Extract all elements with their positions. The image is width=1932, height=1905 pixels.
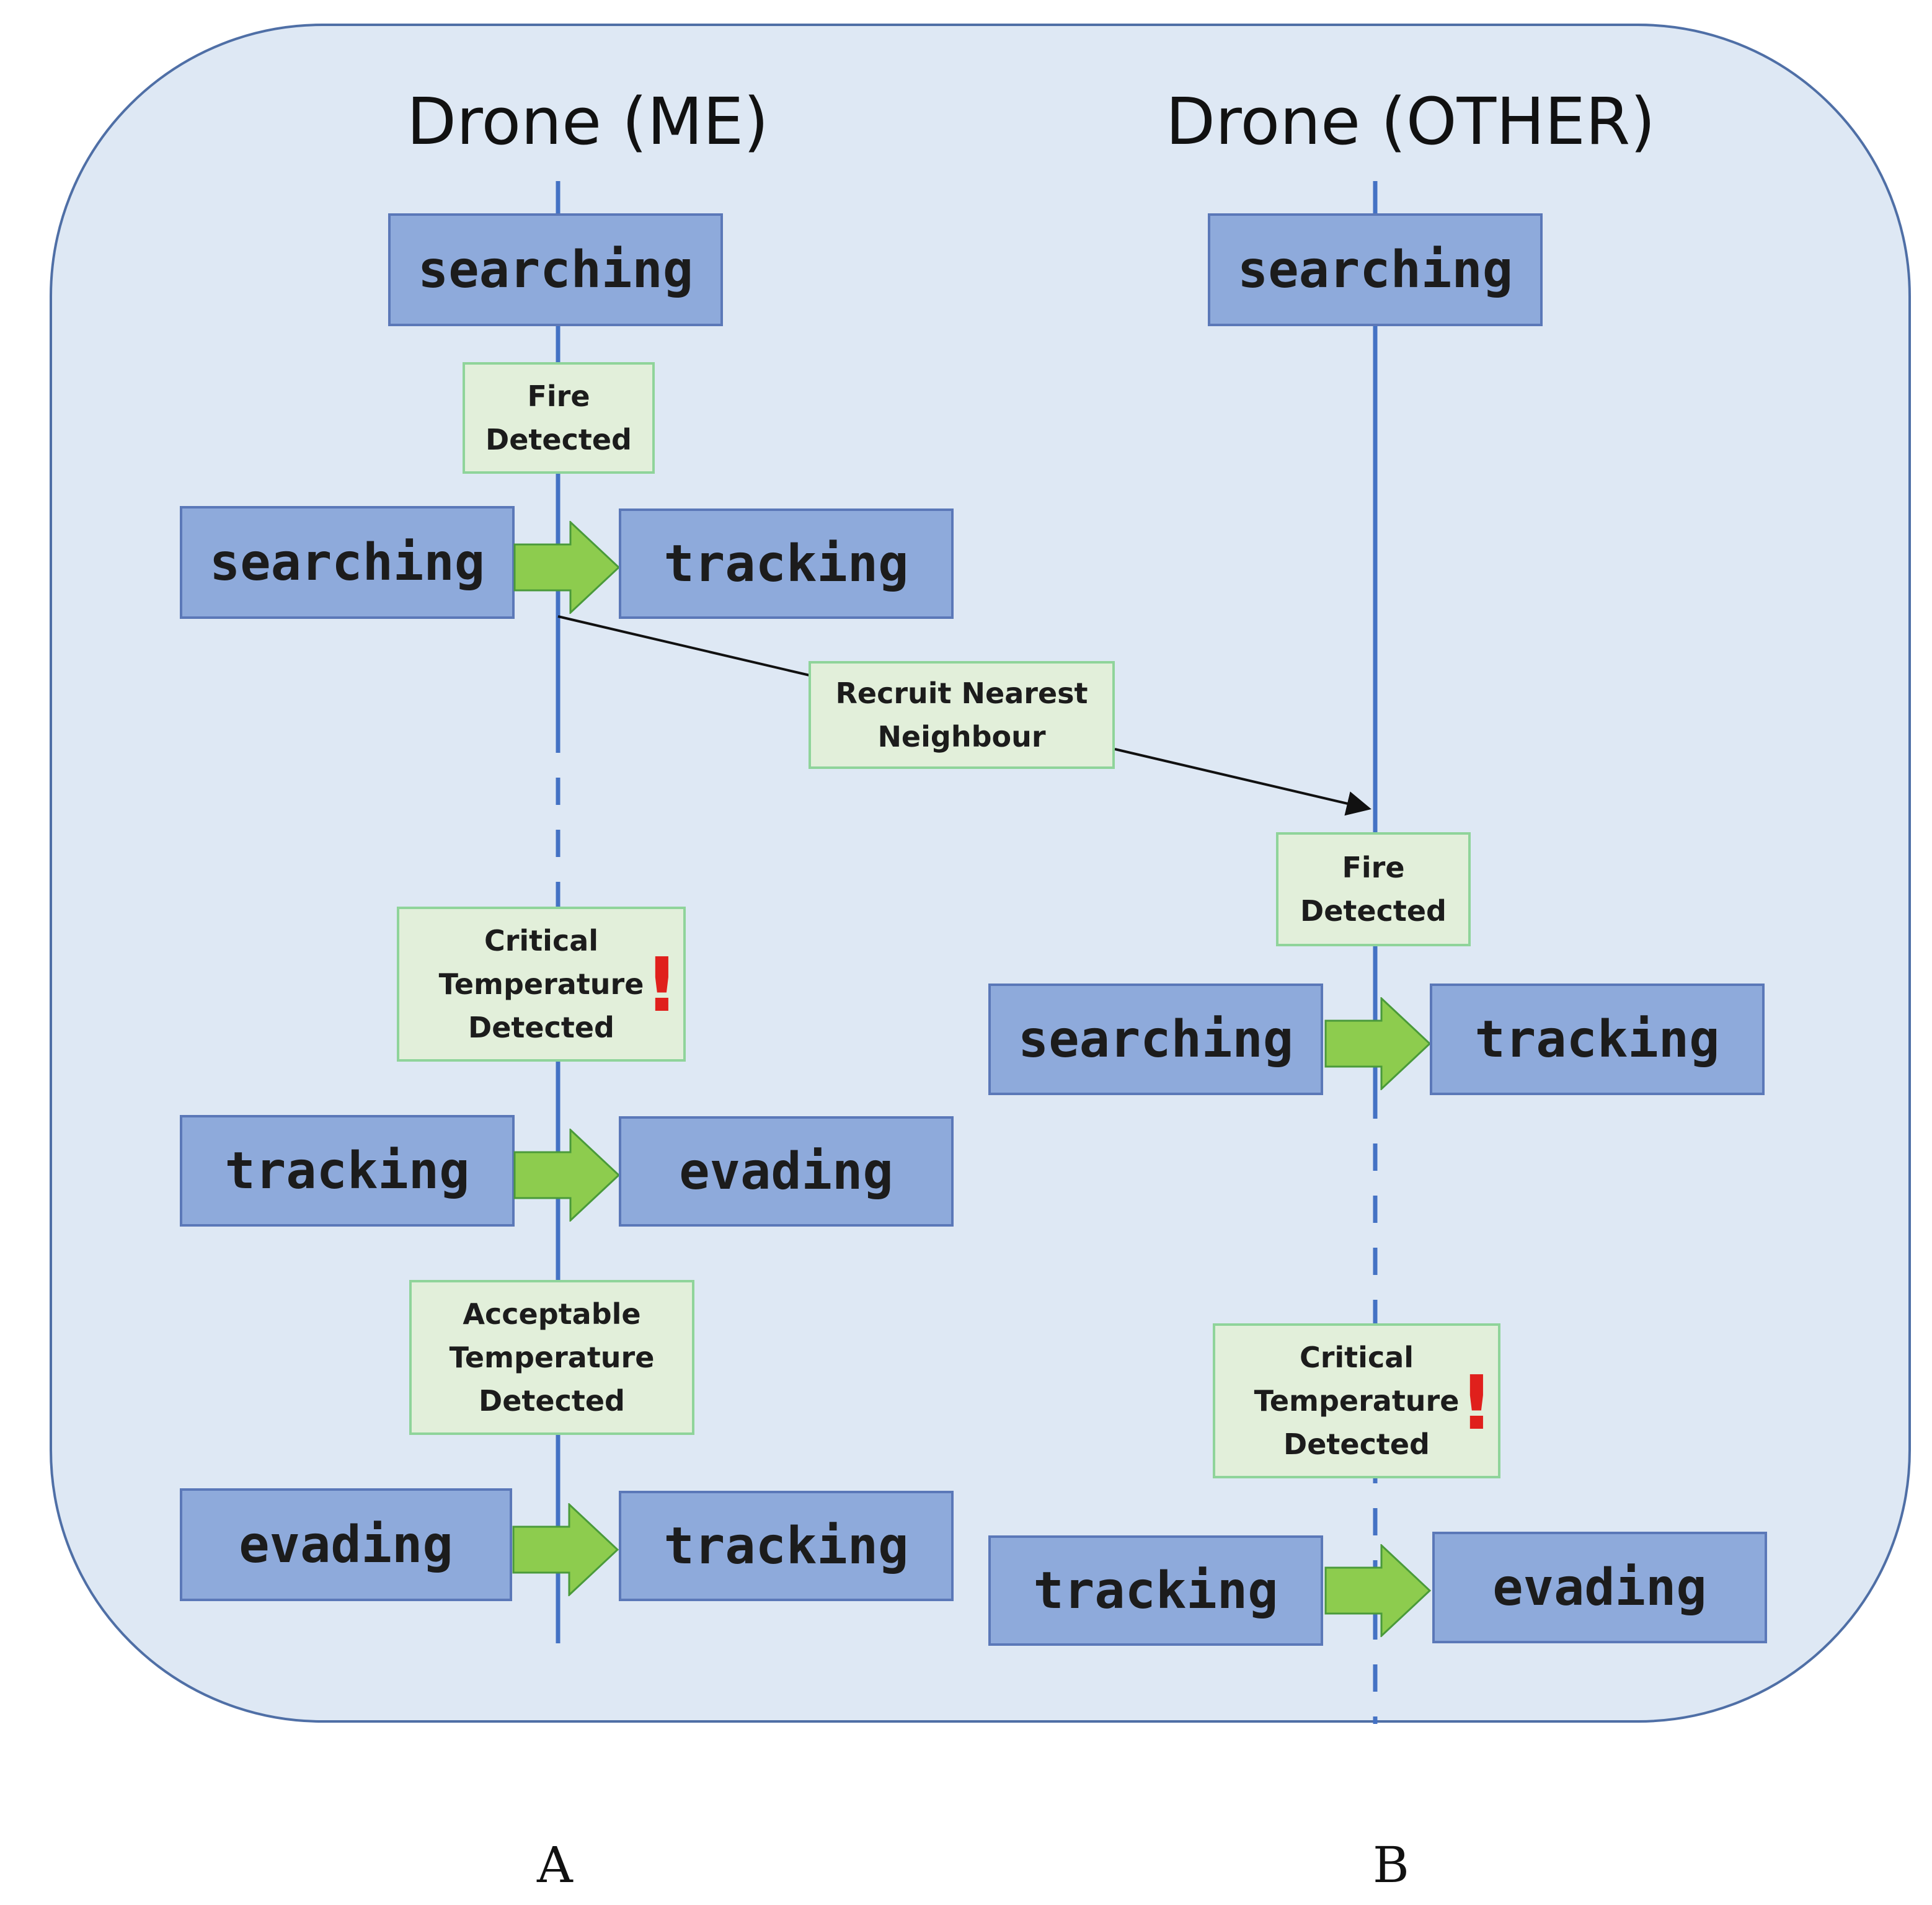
me-t1-to-state: tracking (619, 508, 954, 619)
panel-label-b: B (1373, 1836, 1409, 1894)
me-t2-to-state: evading (619, 1116, 954, 1227)
other-initial-state: searching (1208, 213, 1543, 326)
other-t1-from-state: searching (988, 984, 1323, 1095)
me-critical-alert-mark: ! (645, 943, 679, 1029)
panel-label-a: A (537, 1836, 573, 1894)
me-t2-transition-arrow (513, 1129, 620, 1222)
me-t1-from-state: searching (180, 506, 515, 619)
me-fire-detected-event: Fire Detected (463, 362, 655, 474)
other-critical-temperature-event: Critical Temperature Detected (1213, 1323, 1500, 1478)
message-arrow-start (557, 615, 813, 677)
drone-me-title: Drone (ME) (407, 84, 769, 159)
me-initial-state: searching (388, 213, 723, 326)
other-t1-to-state: tracking (1430, 984, 1765, 1095)
me-t2-from-state: tracking (180, 1115, 515, 1227)
other-t2-transition-arrow (1324, 1544, 1431, 1637)
me-t3-transition-arrow (512, 1503, 619, 1596)
other-t2-to-state: evading (1432, 1532, 1767, 1643)
other-t2-from-state: tracking (988, 1535, 1323, 1646)
other-fire-detected-event: Fire Detected (1276, 832, 1471, 946)
other-t1-transition-arrow (1324, 997, 1431, 1090)
message-arrow (1114, 748, 1371, 816)
other-critical-alert-mark: ! (1460, 1361, 1494, 1447)
me-t3-from-state: evading (180, 1488, 512, 1601)
me-t3-to-state: tracking (619, 1491, 954, 1601)
me-t1-transition-arrow (513, 521, 620, 614)
me-acceptable-temperature-event: Acceptable Temperature Detected (409, 1280, 694, 1435)
recruit-message-label: Recruit Nearest Neighbour (809, 661, 1115, 769)
drone-other-title: Drone (OTHER) (1166, 84, 1655, 159)
me-critical-temperature-event: Critical Temperature Detected (397, 907, 686, 1062)
diagram-frame (50, 24, 1911, 1723)
